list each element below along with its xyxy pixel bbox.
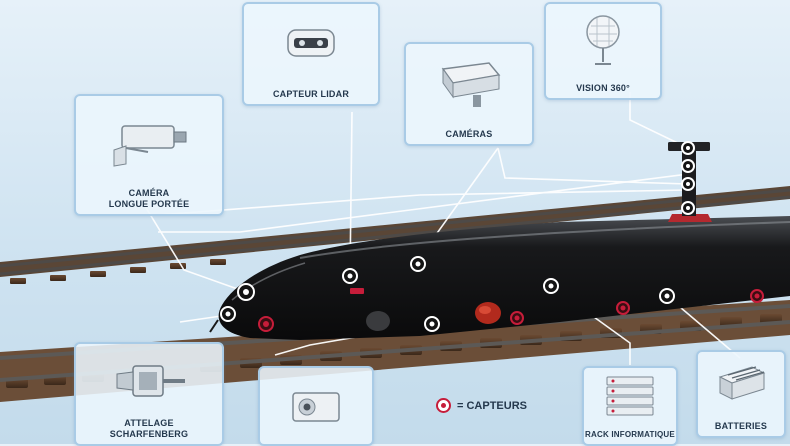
sensor-marker-coupler <box>220 306 236 322</box>
card-label: CAPTEUR LIDAR <box>272 89 350 99</box>
vision-360-icon <box>546 8 660 72</box>
sensor-marker-cameras <box>410 256 426 272</box>
card-batteries: BATTERIES <box>696 350 786 438</box>
red-sensor-4 <box>750 289 764 303</box>
cameras-icon <box>406 48 532 118</box>
card-label: CAMÉRA LONGUE PORTÉE <box>108 188 190 209</box>
long-range-camera-icon <box>76 100 222 188</box>
sensor-marker-mast-4 <box>681 201 695 215</box>
sensor-marker-mast-3 <box>681 177 695 191</box>
card-cameras: CAMÉRAS <box>404 42 534 146</box>
sensor-markers <box>220 141 695 332</box>
camera-box-icon <box>260 372 372 440</box>
card-camera-long-range: CAMÉRA LONGUE PORTÉE <box>74 94 224 216</box>
card-vision-360: VISION 360° <box>544 2 662 100</box>
red-sensor-3 <box>616 301 630 315</box>
sensor-marker-batteries <box>659 288 675 304</box>
sensor-marker-rack <box>543 278 559 294</box>
sensor-marker-mast-1 <box>681 141 695 155</box>
sensor-marker-lidar <box>342 268 358 284</box>
red-sensor-markers <box>258 289 764 332</box>
card-bottom-camera <box>258 366 374 446</box>
lidar-sensor-icon <box>244 8 378 78</box>
red-sensor-1 <box>258 316 274 332</box>
card-label: ATTELAGE SCHARFENBERG <box>109 418 189 439</box>
legend-label: = CAPTEURS <box>457 399 527 412</box>
server-rack-icon <box>584 372 676 418</box>
sensor-marker-underbody <box>424 316 440 332</box>
sensor-marker-mast-2 <box>681 159 695 173</box>
train <box>209 216 790 340</box>
card-lidar-sensor: CAPTEUR LIDAR <box>242 2 380 106</box>
battery-pack-icon <box>698 356 784 410</box>
red-sensor-2 <box>510 311 524 325</box>
card-coupling: ATTELAGE SCHARFENBERG <box>74 342 224 446</box>
card-it-rack: RACK INFORMATIQUE <box>582 366 678 446</box>
sensor-marker-icon <box>436 398 451 413</box>
legend: = CAPTEURS <box>436 398 527 413</box>
card-label: BATTERIES <box>714 421 768 431</box>
card-label: CAMÉRAS <box>445 129 493 139</box>
sensor-marker-nose <box>237 283 255 301</box>
card-label: VISION 360° <box>576 83 630 93</box>
card-label: RACK INFORMATIQUE <box>585 430 675 439</box>
scharfenberg-coupler-icon <box>76 348 222 418</box>
